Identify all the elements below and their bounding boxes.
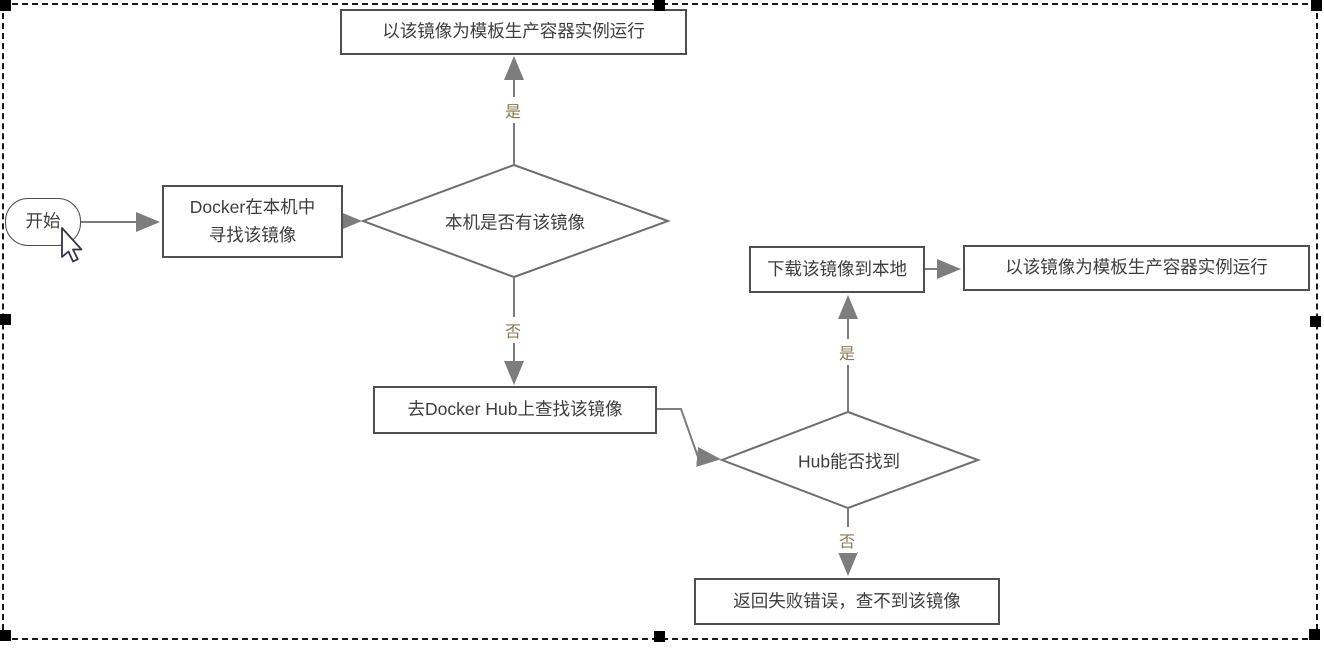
edge-label-local-no: 否: [502, 317, 524, 343]
flow-decision-hub-label: Hub能否找到: [797, 451, 901, 472]
flow-decision-local-label: 本机是否有该镜像: [445, 212, 585, 233]
flow-node-run-instance-right: 以该镜像为模板生产容器实例运行: [963, 245, 1310, 291]
flow-node-search-hub: 去Docker Hub上查找该镜像: [373, 386, 657, 434]
resize-handle-bottom-right[interactable]: [1309, 629, 1320, 640]
resize-handle-top-middle[interactable]: [654, 0, 665, 11]
resize-handle-top-left[interactable]: [0, 0, 11, 11]
flow-node-run-instance-top: 以该镜像为模板生产容器实例运行: [340, 9, 687, 55]
resize-handle-middle-right[interactable]: [1310, 316, 1321, 327]
flow-node-start: 开始: [5, 198, 81, 246]
edge-label-local-yes: 是: [502, 97, 524, 123]
resize-handle-bottom-left[interactable]: [0, 630, 11, 641]
flow-node-fail: 返回失败错误，查不到该镜像: [694, 578, 1000, 625]
resize-handle-middle-left[interactable]: [0, 314, 11, 325]
edge-label-hub-no: 否: [836, 527, 858, 553]
edge-label-hub-yes: 是: [836, 339, 858, 365]
flow-node-search-local: Docker在本机中 寻找该镜像: [162, 185, 343, 258]
connector-search-hub-to-decision: [657, 408, 721, 467]
resize-handle-top-right[interactable]: [1311, 0, 1322, 11]
flow-node-download: 下载该镜像到本地: [749, 246, 925, 293]
resize-handle-bottom-middle[interactable]: [654, 631, 665, 642]
